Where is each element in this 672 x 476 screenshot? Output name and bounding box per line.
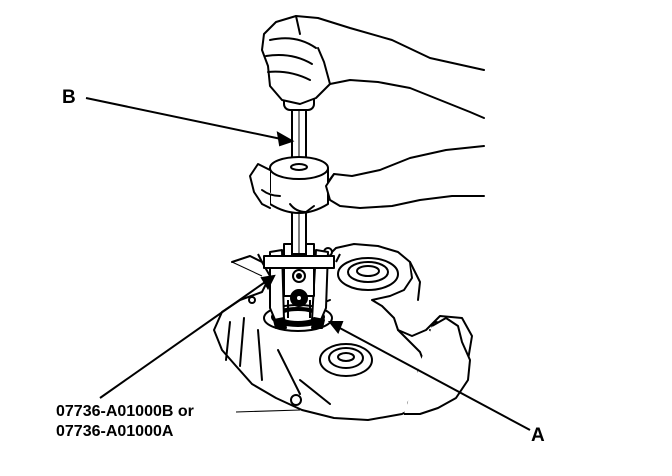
upper-hand	[261, 15, 485, 119]
lower-hand	[249, 145, 485, 213]
slide-hammer-weight	[269, 156, 329, 214]
arrowhead-b	[276, 131, 295, 147]
callout-label-a: A	[531, 425, 545, 446]
leader-line-a	[335, 325, 531, 431]
tool-part-number-line-2: 07736-A01000A	[56, 423, 174, 440]
tool-part-number-label: 07736-A01000B or 07736-A01000A	[56, 402, 194, 442]
leader-lines	[85, 97, 531, 431]
tool-part-number-line-1: 07736-A01000B or	[56, 403, 194, 420]
leader-line-tool	[99, 279, 269, 399]
callout-label-b: B	[62, 87, 76, 108]
arrowhead-tool	[260, 274, 276, 291]
arrowhead-a	[327, 321, 344, 334]
leader-line-b	[85, 97, 287, 141]
